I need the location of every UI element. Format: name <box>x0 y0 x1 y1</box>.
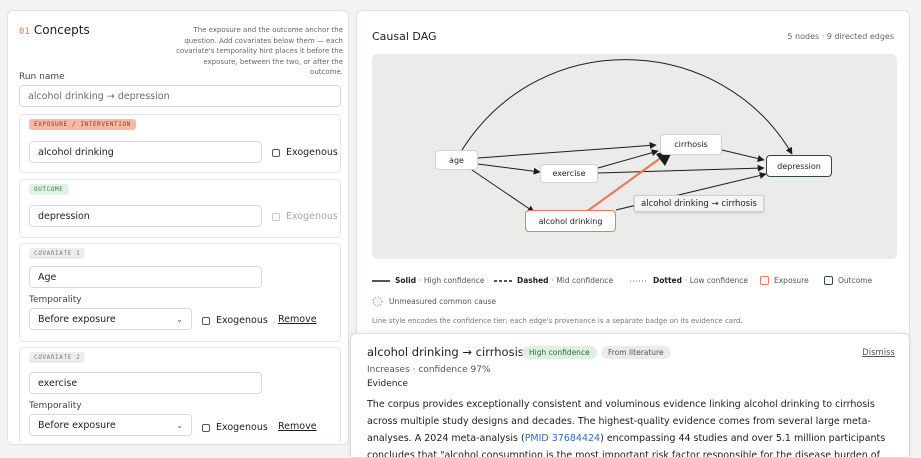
temporality-value: Before exposure <box>38 313 116 325</box>
covariate-exogenous-checkbox[interactable]: Exogenous <box>202 315 268 326</box>
edge-cirrhosis-depression[interactable] <box>721 149 765 162</box>
legend-outcome: Outcome <box>824 276 872 285</box>
outcome-swatch-icon <box>824 276 833 285</box>
covariate-exogenous-checkbox[interactable]: Exogenous <box>202 422 268 433</box>
node-exercise[interactable]: exercise <box>540 164 598 183</box>
remove-covariate-button[interactable]: Remove <box>278 421 317 432</box>
node-age[interactable]: age <box>435 150 478 170</box>
source-badge: From literature <box>601 346 671 359</box>
outcome-card: OUTCOME depression Exogenous <box>19 179 341 238</box>
legend-outcome-label: Outcome <box>838 276 873 285</box>
run-name-label: Run name <box>19 72 65 82</box>
dashed-line-icon <box>494 279 512 282</box>
legend-dotted-label: Dotted <box>653 276 683 285</box>
edge-alcohol-cirrhosis[interactable] <box>585 156 663 213</box>
covariate-badge: COVARIATE 2 <box>29 352 86 363</box>
edge-age-cirrhosis[interactable] <box>477 141 657 159</box>
covariate-input[interactable]: exercise <box>29 372 262 394</box>
exposure-exogenous-label: Exogenous <box>286 147 338 158</box>
dotted-line-icon <box>630 279 648 282</box>
legend-unmeasured-label: Unmeasured common cause <box>389 297 497 306</box>
dag-title: Causal DAG <box>372 30 437 43</box>
legend-dotted: Dotted· Low confidence <box>630 276 748 285</box>
legend-exposure-label: Exposure <box>774 276 809 285</box>
exposure-card: EXPOSURE / INTERVENTION alcohol drinking… <box>19 114 341 173</box>
legend-dotted-desc: · Low confidence <box>685 276 748 285</box>
temporality-select[interactable]: Before exposure ⌄ <box>29 308 192 330</box>
dag-caption: Line style encodes the confidence tier; … <box>372 317 743 325</box>
exposure-swatch-icon <box>760 276 769 285</box>
checkbox-box <box>202 316 210 325</box>
dismiss-button[interactable]: Dismiss <box>862 348 895 358</box>
edge-age-depression[interactable] <box>461 59 793 155</box>
covariate-badge: COVARIATE 1 <box>29 248 86 259</box>
node-cirrhosis[interactable]: cirrhosis <box>660 134 722 155</box>
legend-dashed-desc: · Mid confidence <box>551 276 614 285</box>
run-name-input[interactable]: alcohol drinking → depression <box>19 85 341 107</box>
covariate-input[interactable]: Age <box>29 266 262 288</box>
legend-solid: Solid· High confidence <box>372 276 485 285</box>
pmid-link[interactable]: PMID 37684424 <box>524 433 601 444</box>
legend-solid-desc: · High confidence <box>419 276 485 285</box>
solid-line-icon <box>372 279 390 282</box>
dag-canvas[interactable]: age exercise cirrhosis depression alcoho… <box>372 54 897 259</box>
legend-exposure: Exposure <box>760 276 809 285</box>
legend-solid-label: Solid <box>395 276 417 285</box>
evidence-text-start: The corpus provides exceptionally consis… <box>367 399 875 444</box>
node-alcohol-drinking[interactable]: alcohol drinking <box>525 210 616 232</box>
evidence-section-label: Evidence <box>367 379 408 389</box>
temporality-label: Temporality <box>29 295 82 305</box>
chevron-down-icon: ⌄ <box>176 420 183 430</box>
section-description: The exposure and the outcome anchor the … <box>176 26 343 76</box>
outcome-badge: OUTCOME <box>29 184 69 195</box>
legend-dashed-label: Dashed <box>517 276 549 285</box>
edge-age-alcohol[interactable] <box>471 169 535 213</box>
edge-exercise-cirrhosis[interactable] <box>597 149 659 169</box>
edge-exercise-depression[interactable] <box>597 164 765 174</box>
temporality-select[interactable]: Before exposure ⌄ <box>29 414 192 436</box>
confidence-badge: High confidence <box>522 346 597 359</box>
outcome-exogenous-checkbox: Exogenous <box>272 211 338 222</box>
outcome-input[interactable]: depression <box>29 205 262 227</box>
evidence-title: alcohol drinking → cirrhosis <box>367 345 524 359</box>
chevron-down-icon: ⌄ <box>176 314 183 324</box>
evidence-text-end: ) encompassing 44 studies and over 5.1 m… <box>367 433 886 458</box>
temporality-value: Before exposure <box>38 419 116 431</box>
unmeasured-circle-icon <box>372 296 383 307</box>
covariate-card: COVARIATE 1 Age Temporality Before expos… <box>19 243 341 342</box>
edge-tooltip: alcohol drinking → cirrhosis <box>634 195 764 212</box>
evidence-subtitle: Increases · confidence 97% <box>367 365 491 375</box>
covariate-exogenous-label: Exogenous <box>216 315 268 326</box>
temporality-label: Temporality <box>29 401 82 411</box>
dag-meta: 5 nodes · 9 directed edges <box>787 32 894 41</box>
legend-dashed: Dashed· Mid confidence <box>494 276 613 285</box>
remove-covariate-button[interactable]: Remove <box>278 314 317 325</box>
checkbox-box <box>272 212 280 221</box>
checkbox-box <box>272 148 280 157</box>
evidence-body: The corpus provides exceptionally consis… <box>367 396 899 458</box>
section-title: Concepts <box>33 23 90 37</box>
exposure-input[interactable]: alcohol drinking <box>29 141 262 163</box>
exposure-badge: EXPOSURE / INTERVENTION <box>29 119 136 130</box>
node-depression[interactable]: depression <box>766 155 832 177</box>
covariate-card: COVARIATE 2 exercise Temporality Before … <box>19 347 341 444</box>
exposure-exogenous-checkbox[interactable]: Exogenous <box>272 147 338 158</box>
outcome-exogenous-label: Exogenous <box>286 211 338 222</box>
covariate-exogenous-label: Exogenous <box>216 422 268 433</box>
section-number: 01 <box>19 27 30 37</box>
legend-unmeasured: Unmeasured common cause <box>372 296 496 307</box>
checkbox-box <box>202 423 210 432</box>
edge-age-exercise[interactable] <box>477 163 541 175</box>
evidence-card: alcohol drinking → cirrhosis High confid… <box>350 333 910 458</box>
